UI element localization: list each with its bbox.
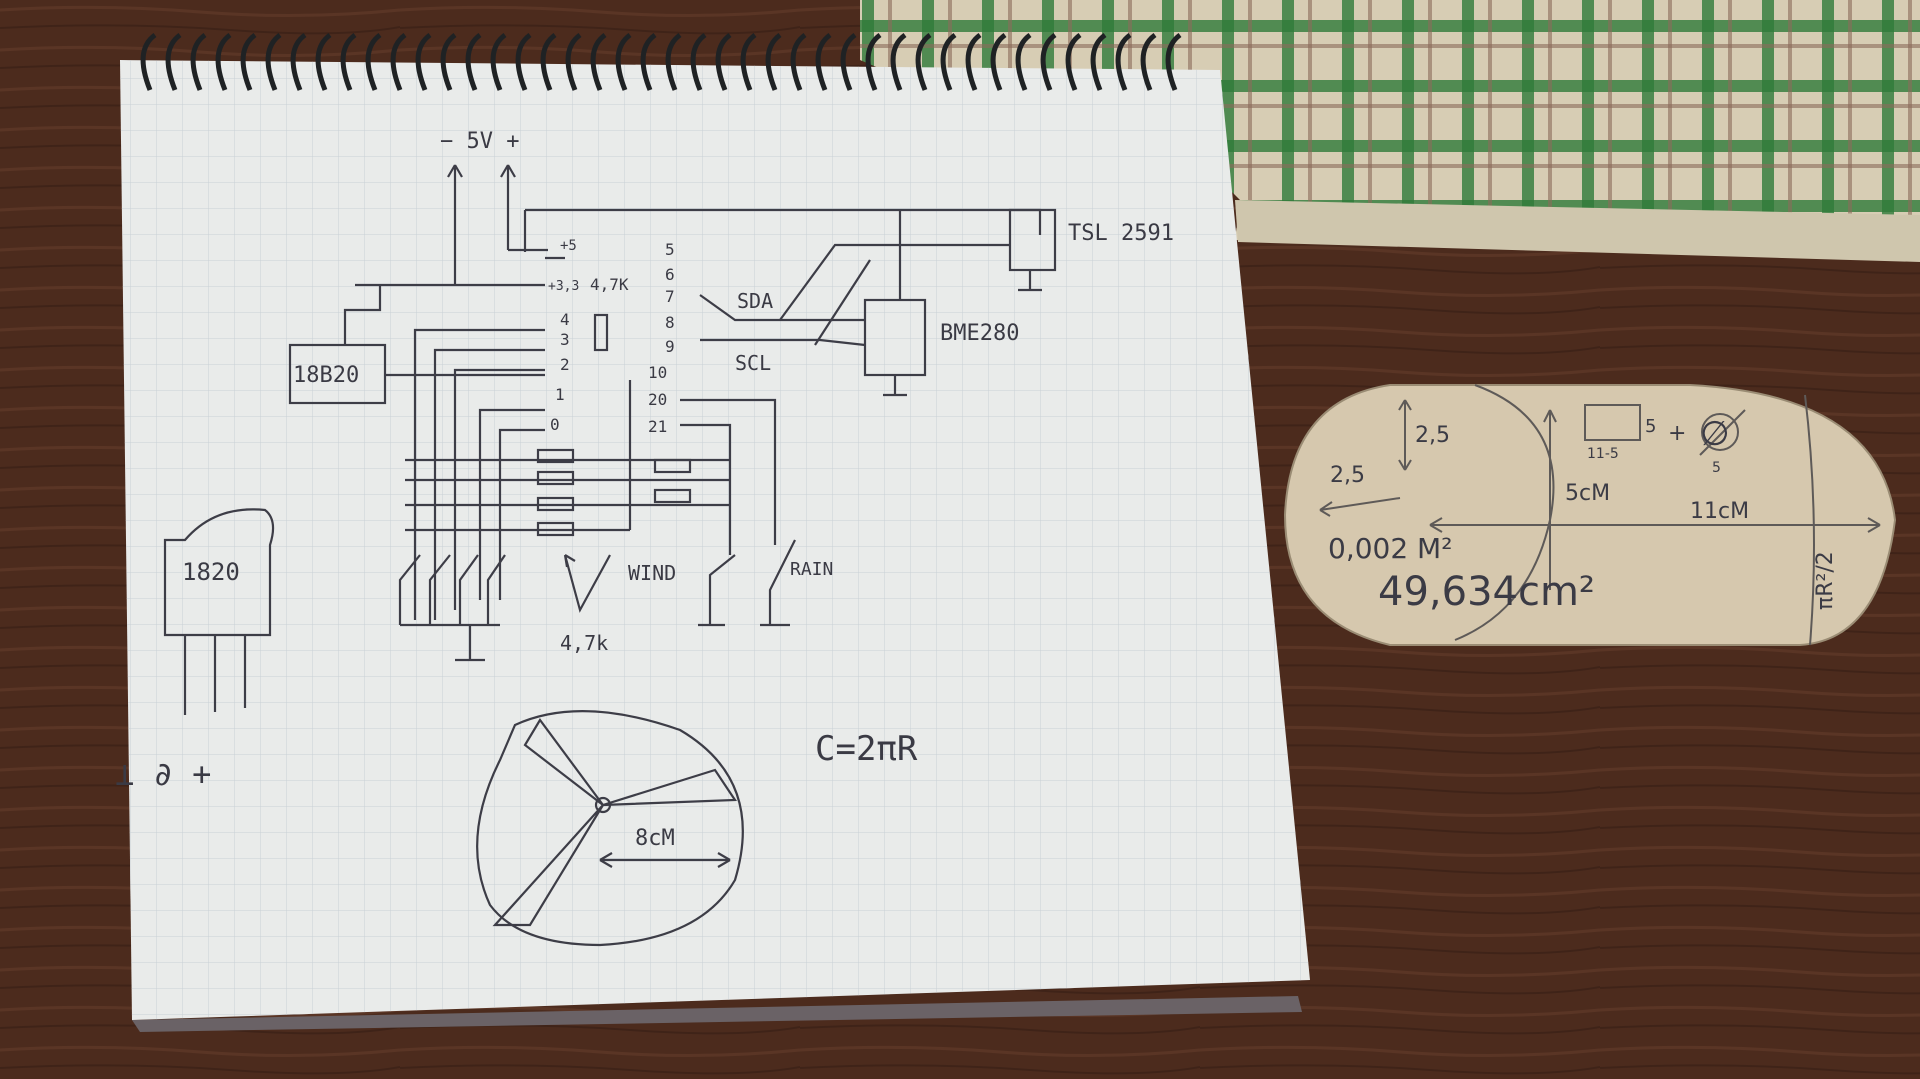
formula-note: 11-5 <box>1587 446 1619 462</box>
pin-label: 2 <box>560 355 570 374</box>
notebook: − 5V + 18B20 TSL 2591 BME280 SDA SCL 4,7… <box>115 32 1310 1032</box>
pin-label: 0 <box>550 415 560 434</box>
pin-labels-right: 5 6 7 8 9 10 20 21 <box>648 240 675 436</box>
area-cm2-label: 49,634cm² <box>1378 569 1595 615</box>
diameter-symbol: ∅ <box>1700 414 1730 454</box>
formula-exponent: 5 <box>1645 416 1656 437</box>
side-formula: πR²/2 <box>1813 551 1838 610</box>
pin-label: 4 <box>560 310 570 329</box>
pin-label: 8 <box>665 313 675 332</box>
plaid-cloth <box>860 0 1920 262</box>
rain-label: RAIN <box>790 559 833 580</box>
dim-vertical-label: 2,5 <box>1415 423 1450 448</box>
pin-label: 6 <box>665 265 675 284</box>
pin-label: 1 <box>555 385 565 404</box>
cardboard-template: 2,5 2,5 0,002 M² 49,634cm² 5cM 11cM 11-5… <box>1283 384 1897 646</box>
sensor-bme280-label: BME280 <box>940 321 1019 346</box>
sensor-18b20-label: 18B20 <box>293 363 359 388</box>
dim-horizontal-label: 2,5 <box>1330 463 1365 488</box>
pin-label: 7 <box>665 287 675 306</box>
circuit-sketch <box>163 164 1057 947</box>
pin-label: 5 <box>665 240 675 259</box>
sda-label: SDA <box>737 289 773 313</box>
scl-label: SCL <box>735 351 771 375</box>
area-m2-label: 0,002 M² <box>1328 532 1452 565</box>
transistor-label: 1820 <box>182 558 240 586</box>
pinout-label: ⊥ ∂ + <box>115 755 211 793</box>
pin-labels-left: +5 +3,3 4 3 2 1 0 <box>548 238 579 434</box>
pin-label: 9 <box>665 337 675 356</box>
resistor-top-label: 4,7K <box>590 275 629 294</box>
length-label: 11cM <box>1690 499 1749 524</box>
power-label: − 5V + <box>440 129 519 154</box>
wind-label: WIND <box>628 561 676 585</box>
spiral-binding <box>140 32 1182 91</box>
pin-label: 3 <box>560 330 570 349</box>
height-label: 5cM <box>1565 481 1610 506</box>
pin-label: +5 <box>560 238 577 254</box>
diameter-subscript: 5 <box>1712 460 1721 476</box>
pin-label: 10 <box>648 363 667 382</box>
formula-plus: + <box>1668 421 1686 446</box>
pin-label: +3,3 <box>548 279 579 294</box>
anemometer-radius-label: 8cM <box>635 826 675 851</box>
sensor-tsl2591-label: TSL 2591 <box>1068 221 1174 246</box>
resistor-bottom-label: 4,7k <box>560 631 608 655</box>
circumference-formula: C=2πR <box>815 729 918 769</box>
pin-label: 21 <box>648 417 667 436</box>
pin-label: 20 <box>648 390 667 409</box>
